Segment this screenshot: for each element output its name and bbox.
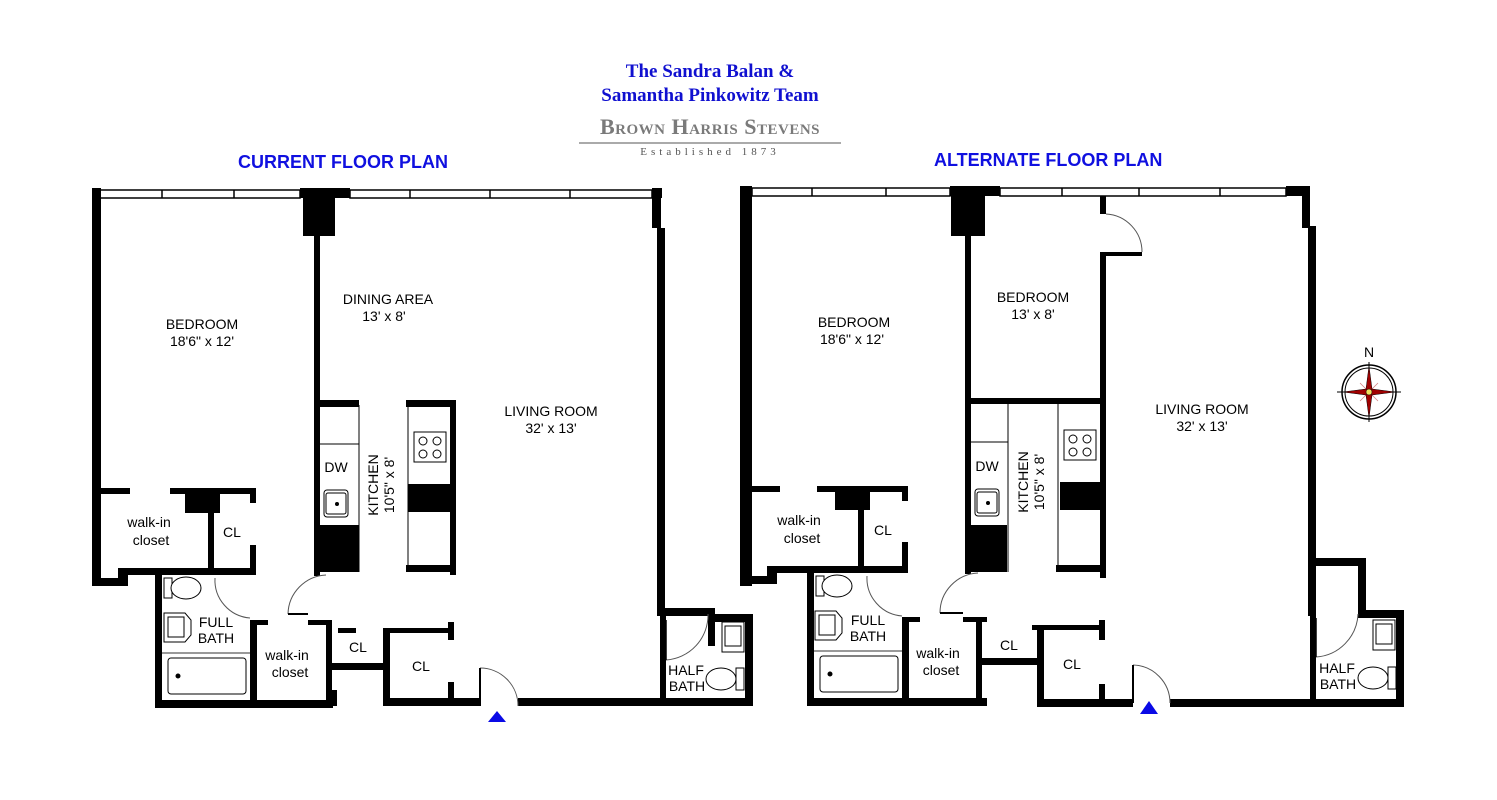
living-dims: 32' x 13' — [525, 420, 576, 436]
bedroom-dims: 18'6" x 12' — [170, 333, 234, 349]
full-bath-label2: BATH — [198, 630, 234, 646]
team-name-line1: The Sandra Balan & — [625, 61, 795, 82]
bedroom-label: BEDROOM — [818, 314, 890, 330]
compass-rose-icon: N — [1337, 344, 1401, 422]
closet-2-label: CL — [1000, 637, 1018, 653]
alternate-floor-plan: BEDROOM 18'6" x 12' BEDROOM 13' x 8' LIV… — [740, 186, 1404, 714]
half-bath-label: HALF — [1319, 660, 1355, 676]
walkin-closet-1-label2: closet — [784, 530, 821, 546]
half-bath-label2: BATH — [1320, 676, 1356, 692]
dishwasher-label: DW — [324, 459, 348, 475]
dishwasher-label: DW — [975, 458, 999, 474]
toilet-icon — [815, 574, 853, 598]
living-dims: 32' x 13' — [1176, 418, 1227, 434]
closet-2-label: CL — [349, 639, 367, 655]
walls — [740, 186, 1404, 707]
bathtub-icon — [819, 655, 899, 693]
vanity-sink-icon — [814, 610, 843, 641]
agency-header: The Sandra Balan & Samantha Pinkowitz Te… — [560, 60, 860, 158]
walkin-closet-1-label: walk-in — [126, 514, 171, 530]
half-bath-toilet-icon — [705, 667, 745, 691]
door-swings — [866, 213, 1359, 704]
stove-icon — [1063, 429, 1097, 461]
vanity-sink-icon — [163, 612, 192, 643]
half-bath-label2: BATH — [669, 678, 705, 694]
window-strip — [751, 187, 1287, 197]
full-bath-label: FULL — [851, 612, 885, 628]
logo-divider — [579, 142, 841, 144]
stove-icon — [413, 431, 447, 463]
half-bath-sink-icon — [721, 621, 745, 653]
alternate-plan-title: ALTERNATE FLOOR PLAN — [934, 150, 1163, 170]
kitchen-sink-icon — [974, 488, 1000, 517]
kitchen-label: KITCHEN — [1015, 451, 1031, 512]
compass-north-label: N — [1364, 344, 1374, 360]
kitchen-dims: 10'5" x 8' — [381, 457, 397, 513]
current-plan-title: CURRENT FLOOR PLAN — [238, 152, 448, 172]
closet-1-label: CL — [223, 524, 241, 540]
kitchen-dims: 10'5" x 8' — [1031, 454, 1047, 510]
closet-3-label: CL — [1063, 656, 1081, 672]
walkin-closet-2-label: walk-in — [915, 645, 960, 661]
kitchen-label: KITCHEN — [365, 454, 381, 515]
closet-3-label: CL — [412, 658, 430, 674]
bedroom-label: BEDROOM — [166, 316, 238, 332]
toilet-icon — [163, 576, 202, 600]
walls — [92, 188, 753, 708]
full-bath-label: FULL — [199, 614, 233, 630]
walkin-closet-1-label: walk-in — [776, 512, 821, 528]
half-bath-toilet-icon — [1357, 666, 1397, 690]
half-bath-sink-icon — [1372, 619, 1396, 651]
walkin-closet-1-label2: closet — [133, 532, 170, 548]
dining-dims: 13' x 8' — [362, 308, 405, 324]
kitchen-sink-icon — [323, 489, 349, 518]
bedroom-2-label: BEDROOM — [997, 289, 1069, 305]
half-bath-label: HALF — [668, 662, 704, 678]
full-bath-label2: BATH — [850, 628, 886, 644]
living-label: LIVING ROOM — [1155, 401, 1248, 417]
door-swings — [214, 574, 709, 707]
brokerage-logo: Brown Harris Stevens — [599, 114, 821, 139]
dining-label: DINING AREA — [343, 291, 434, 307]
bedroom-2-dims: 13' x 8' — [1011, 306, 1054, 322]
walkin-closet-2-label2: closet — [923, 662, 960, 678]
bathtub-icon — [167, 657, 247, 695]
established-tagline: Established 1873 — [640, 146, 780, 158]
living-label: LIVING ROOM — [504, 403, 597, 419]
walkin-closet-2-label: walk-in — [264, 647, 309, 663]
window-strip — [99, 189, 653, 199]
entry-marker-icon — [1140, 701, 1158, 714]
closet-1-label: CL — [874, 522, 892, 538]
team-name-line2: Samantha Pinkowitz Team — [601, 85, 819, 106]
walkin-closet-2-label2: closet — [272, 664, 309, 680]
entry-marker-icon — [488, 711, 506, 722]
current-floor-plan: BEDROOM 18'6" x 12' DINING AREA 13' x 8'… — [92, 188, 753, 722]
bedroom-dims: 18'6" x 12' — [820, 331, 884, 347]
